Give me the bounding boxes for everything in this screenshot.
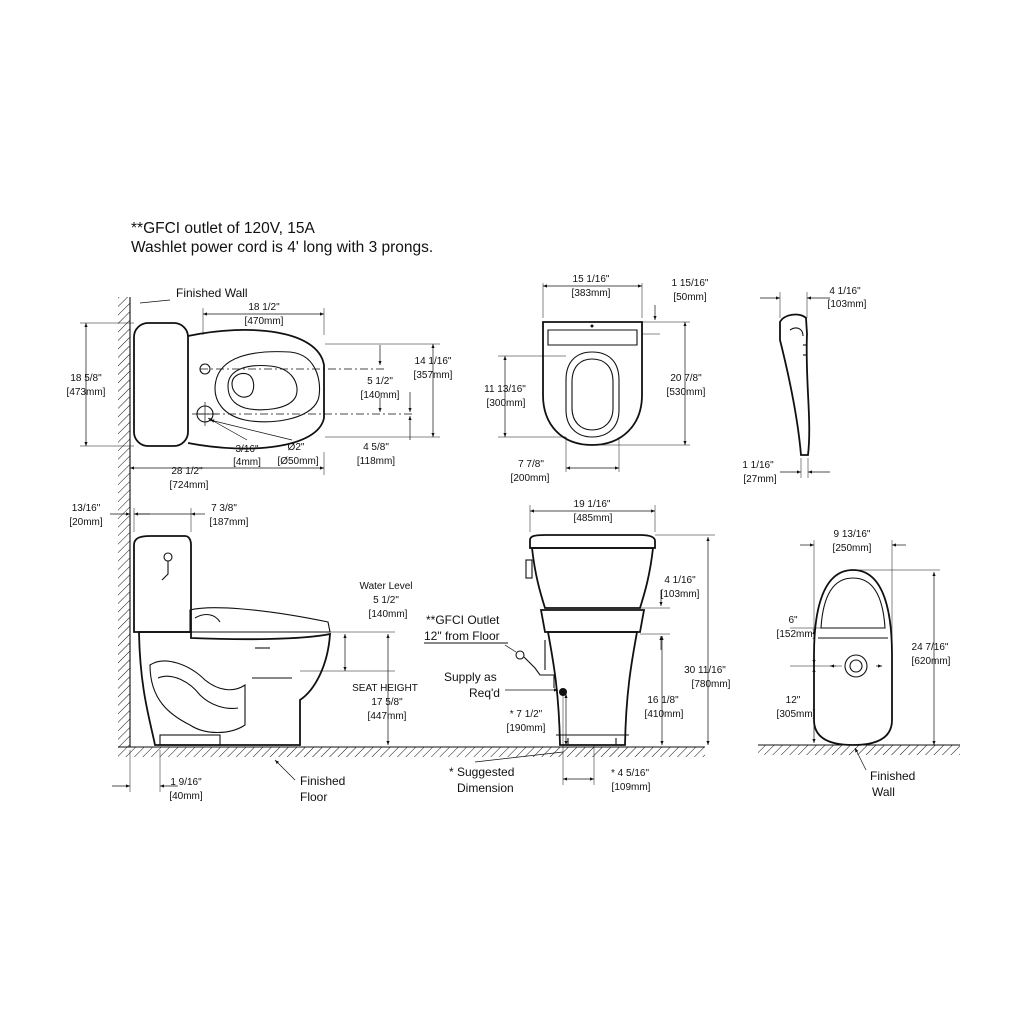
- front-bowl-mm: [410mm]: [645, 709, 684, 720]
- seat-height-in: 17 5/8": [371, 697, 403, 708]
- back-height-in: 24 7/16": [912, 642, 949, 653]
- seat-opening-mm: [300mm]: [487, 398, 526, 409]
- top-length-in: 28 1/2": [171, 466, 203, 477]
- seat-width-mm: [383mm]: [572, 288, 611, 299]
- front-supply-h-in: * 7 1/2": [510, 709, 543, 720]
- side-offset-mm: [20mm]: [69, 517, 103, 528]
- suggested-dimension-2: Dimension: [457, 781, 514, 795]
- water-level-label: Water Level: [360, 581, 413, 592]
- seat-h-mm: [50mm]: [673, 292, 707, 303]
- seat-bottom-mm: [200mm]: [511, 473, 550, 484]
- side-tank-mm: [187mm]: [210, 517, 249, 528]
- front-view-dimensions: [474, 505, 715, 785]
- front-supply-w-in: * 4 5/16": [611, 768, 649, 779]
- seat-side-view: [779, 313, 811, 456]
- back-width-mm: [250mm]: [833, 543, 872, 554]
- finished-floor-label-1: Finished: [300, 774, 345, 788]
- top-c1-mm: [140mm]: [361, 390, 400, 401]
- seat-h-in: 1 15/16": [672, 278, 709, 289]
- back-wall-floor: [758, 744, 960, 755]
- side-view-dimensions: [110, 508, 395, 792]
- front-height-in: 30 11/16": [684, 665, 726, 676]
- front-supply-label-1: Supply as: [444, 670, 497, 684]
- water-level-in: 5 1/2": [373, 595, 399, 606]
- front-height-mm: [780mm]: [692, 679, 731, 690]
- front-bowl-in: 16 1/8": [647, 695, 679, 706]
- side-tank-in: 7 3/8": [211, 503, 237, 514]
- top-tank-mm: [473mm]: [67, 387, 106, 398]
- front-gfci-label-1: **GFCI Outlet: [426, 613, 500, 627]
- water-level-mm: [140mm]: [369, 609, 408, 620]
- back-view-dimensions: [790, 540, 940, 771]
- front-supply-label-2: Req'd: [469, 686, 500, 700]
- top-view-toilet: [133, 322, 325, 450]
- seat-width-in: 15 1/16": [573, 274, 610, 285]
- front-tank-mm: [103mm]: [661, 589, 700, 600]
- top-c2-mm: [118mm]: [357, 456, 395, 467]
- front-width-in: 19 1/16": [574, 499, 611, 510]
- seat-height-label: SEAT HEIGHT: [352, 683, 418, 694]
- note-power-cord: Washlet power cord is 4' long with 3 pro…: [131, 239, 433, 256]
- top-view-dimensions: [80, 299, 440, 475]
- top-hole-mm: [Ø50mm]: [277, 456, 318, 467]
- back-view-toilet: [813, 569, 893, 746]
- top-tank-in: 18 5/8": [70, 373, 102, 384]
- rough-in-in: 1 9/16": [170, 777, 202, 788]
- rough-in-mm: [40mm]: [169, 791, 203, 802]
- back-twelve-mm: [305mm]: [777, 709, 816, 720]
- back-height-mm: [620mm]: [912, 656, 951, 667]
- top-width-in: 18 1/2": [248, 302, 280, 313]
- back-finished-wall-1: Finished: [870, 769, 915, 783]
- finished-floor-label-2: Floor: [300, 790, 327, 804]
- finished-wall-left: [118, 297, 131, 747]
- front-supply-w-mm: [109mm]: [612, 782, 651, 793]
- top-c1-in: 5 1/2": [367, 376, 393, 387]
- side-offset-in: 13/16": [72, 503, 101, 514]
- seat-side-bot-in: 1 1/16": [742, 460, 774, 471]
- top-depth-mm: [357mm]: [414, 370, 453, 381]
- back-six-mm: [152mm]: [777, 629, 816, 640]
- top-finished-wall-label: Finished Wall: [176, 286, 248, 300]
- front-gfci-label-2: 12" from Floor: [424, 629, 500, 643]
- back-finished-wall-2: Wall: [872, 785, 895, 799]
- seat-opening-in: 11 13/16": [484, 384, 526, 395]
- note-gfci: **GFCI outlet of 120V, 15A: [131, 220, 315, 237]
- top-width-mm: [470mm]: [245, 316, 284, 327]
- seat-side-top-in: 4 1/16": [829, 286, 861, 297]
- front-supply-h-mm: [190mm]: [507, 723, 546, 734]
- top-depth-in: 14 1/16": [415, 356, 452, 367]
- back-twelve-in: 12": [786, 695, 801, 706]
- side-view-toilet: [133, 535, 331, 746]
- seat-bottom-in: 7 7/8": [518, 459, 544, 470]
- front-width-mm: [485mm]: [574, 513, 613, 524]
- seat-height-mm: [447mm]: [368, 711, 407, 722]
- back-width-in: 9 13/16": [834, 529, 871, 540]
- suggested-dimension-1: * Suggested: [449, 765, 514, 779]
- back-six-in: 6": [788, 615, 798, 626]
- seat-side-top-mm: [103mm]: [828, 299, 867, 310]
- front-tank-in: 4 1/16": [664, 575, 696, 586]
- seat-top-dimensions: [498, 283, 690, 472]
- finished-floor-left: [118, 746, 705, 757]
- top-c2-in: 4 5/8": [363, 442, 389, 453]
- top-offset-mm: [4mm]: [233, 457, 261, 468]
- seat-top-view: [542, 321, 643, 446]
- top-hole-in: Ø2": [288, 442, 305, 453]
- seat-side-bot-mm: [27mm]: [743, 474, 777, 485]
- seat-side-dimensions: [760, 292, 830, 478]
- seat-len-mm: [530mm]: [667, 387, 706, 398]
- seat-len-in: 20 7/8": [670, 373, 702, 384]
- top-length-mm: [724mm]: [170, 480, 209, 491]
- top-offset-in: 3/16": [235, 444, 258, 455]
